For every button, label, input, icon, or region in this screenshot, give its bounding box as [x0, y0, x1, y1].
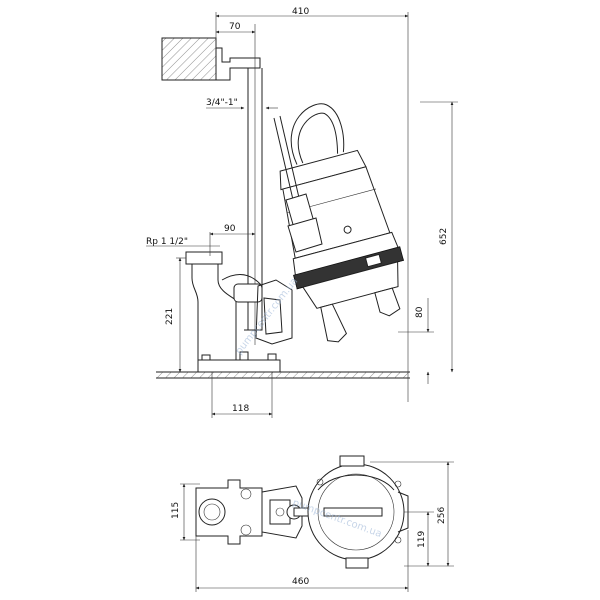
side-view: 410 70 3/4"-1" Rp 1 1/2" 90 221 652 80 1 [146, 7, 458, 418]
pump-body [279, 103, 405, 343]
duckfoot-base [197, 359, 281, 373]
pump-foot-right [374, 287, 401, 317]
lifting-handle [290, 103, 345, 165]
floor-hatch [156, 372, 410, 378]
coupling-claw [233, 283, 263, 303]
outlet-socket [185, 251, 223, 265]
wall-section [161, 37, 217, 81]
dim-outlet-thread: Rp 1 1/2" [146, 237, 188, 247]
dim-overall-length: 460 [292, 577, 309, 587]
top-base-plate [195, 479, 263, 545]
dim-guide-pipe: 3/4"-1" [206, 98, 238, 108]
top-coupling [261, 485, 303, 539]
outlet-bore [198, 498, 226, 526]
dim-top-total: 410 [292, 7, 309, 17]
pump-foot-left [320, 303, 348, 343]
dim-motor-clearance: 80 [415, 306, 425, 318]
dim-top-offset: 70 [229, 22, 241, 32]
top-view: 115 256 119 460 [171, 455, 454, 592]
power-cable [273, 117, 295, 205]
top-handle [317, 474, 395, 491]
volute [302, 261, 399, 309]
cable-entry-bolt [343, 225, 352, 234]
dim-overall-width: 256 [437, 507, 447, 524]
dim-base-width: 118 [232, 404, 249, 414]
dim-overall-height: 652 [439, 228, 449, 245]
dim-coupling-width: 115 [171, 502, 181, 519]
dim-outlet-offset: 90 [224, 224, 236, 234]
guide-rail-bracket [216, 47, 261, 81]
dim-half-width: 119 [417, 531, 427, 548]
dim-outlet-height: 221 [165, 308, 175, 325]
